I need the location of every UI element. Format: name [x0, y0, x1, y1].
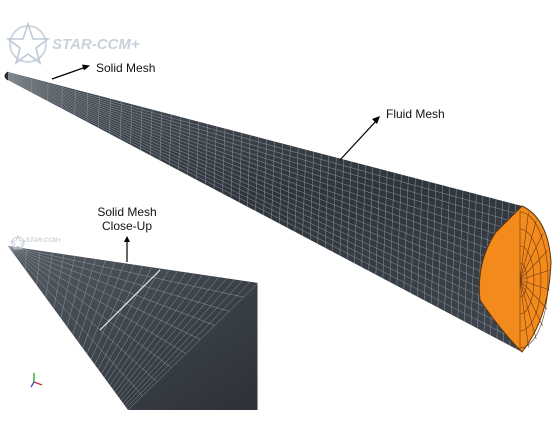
inset-logo-text: STAR-CCM+ — [26, 238, 61, 244]
solid-mesh-label: Solid Mesh — [96, 61, 155, 75]
closeup-label-line1: Solid Mesh — [89, 205, 165, 219]
axis-triad-icon — [31, 373, 42, 387]
star-ccm-logo-icon — [8, 24, 48, 63]
logo-text: STAR-CCM+ — [52, 36, 140, 53]
pipe-tip — [5, 72, 8, 80]
mesh-line — [8, 74, 522, 243]
mesh-line — [8, 76, 522, 270]
closeup-inset — [8, 246, 258, 410]
mesh-line — [8, 77, 522, 289]
mesh-line — [17, 249, 27, 410]
closeup-arrow — [124, 236, 130, 262]
fluid-mesh-label: Fluid Mesh — [386, 107, 445, 121]
mesh-line — [8, 76, 522, 279]
solid-mesh-arrow — [52, 65, 90, 80]
inset-logo-icon — [11, 236, 25, 249]
fluid-mesh-arrow — [340, 116, 380, 160]
closeup-label-line2: Close-Up — [89, 219, 165, 233]
mesh-line — [8, 75, 522, 252]
mesh-line — [8, 75, 522, 261]
